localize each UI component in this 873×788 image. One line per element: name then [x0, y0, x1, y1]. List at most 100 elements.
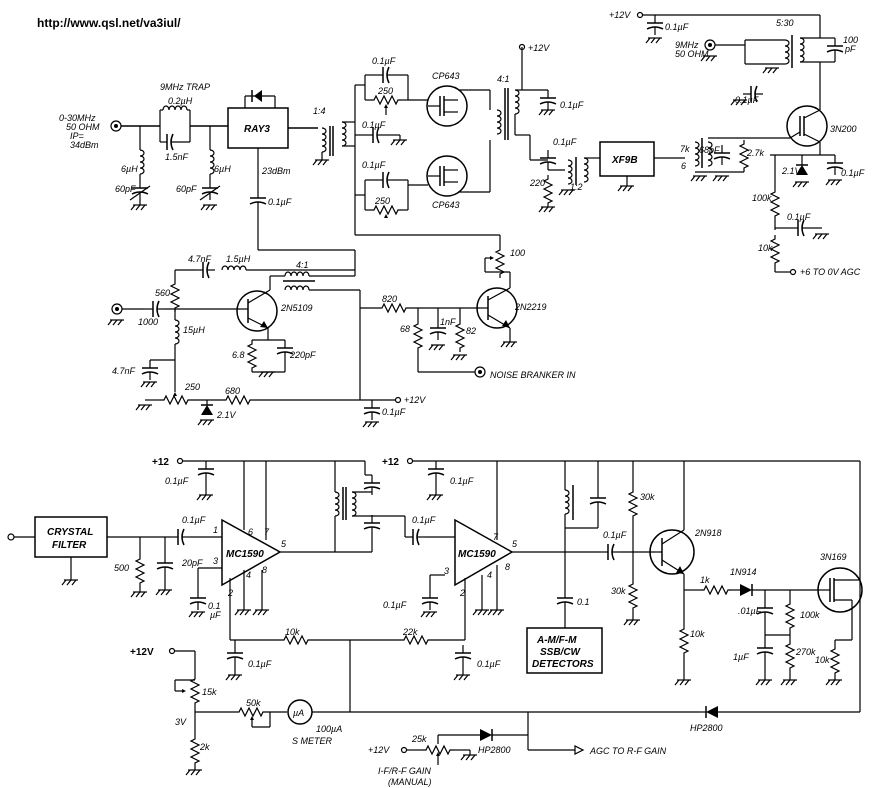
cp643-top [426, 85, 468, 127]
mc1590-u1 [221, 518, 282, 587]
svg-text:pF: pF [844, 44, 856, 54]
cap-if-e: 0.1µF [383, 600, 407, 610]
q-2n2219-label: 2N2219 [514, 302, 547, 312]
gain-label: I-F/R-F GAIN [378, 766, 431, 776]
r-82: 82 [466, 326, 476, 336]
r-10k-c: 10k [815, 655, 830, 665]
cp-top-label: CP643 [432, 71, 460, 81]
svg-text:7: 7 [264, 527, 270, 537]
shunt2-l: 6µH [214, 164, 231, 174]
r-30k-b: 30k [611, 586, 626, 596]
svg-text:3: 3 [444, 566, 449, 576]
agc-label: +6 TO 0V AGC [800, 267, 861, 277]
svg-text:4: 4 [246, 570, 251, 580]
svg-text:34dBm: 34dBm [70, 140, 99, 150]
q-3n169-label: 3N169 [820, 552, 847, 562]
diode-1n914-icon [740, 584, 753, 596]
svg-text:2: 2 [459, 588, 465, 598]
cap-out2: 0.1µF [553, 137, 577, 147]
q-3n200-label: 3N200 [830, 124, 857, 134]
u1-label: MC1590 [226, 549, 264, 560]
diode-icon [245, 90, 275, 102]
pot-250: 250 [184, 382, 200, 392]
svg-text:7: 7 [493, 532, 499, 542]
z-21v-top: 2.1V [781, 166, 802, 176]
q-2n5109-label: 2N5109 [280, 303, 313, 313]
input-label: 0-30MHz 50 OHM IP= 34dBm [59, 113, 100, 150]
pot-bot: 250 [374, 196, 390, 206]
svg-text:5: 5 [281, 539, 287, 549]
svg-text:3: 3 [213, 556, 218, 566]
r-560: 560 [155, 288, 170, 298]
diode-hp2800-b-icon [705, 706, 718, 718]
q-2n918-label: 2N918 [694, 528, 722, 538]
pot-50k: 50k [246, 698, 261, 708]
q-2n918 [649, 529, 695, 575]
svg-text:4: 4 [487, 570, 492, 580]
plus12-if-d: +12V [368, 745, 390, 755]
trap-capacitor: 1.5nF [165, 152, 189, 162]
cap-if-d: 0.1µF [412, 515, 436, 525]
r-220: 220 [529, 178, 545, 188]
r-270k: 270k [795, 647, 816, 657]
svg-text:DETECTORS: DETECTORS [532, 659, 594, 670]
ratio-1-4: 1:4 [313, 106, 326, 116]
if-input-terminal [7, 533, 15, 541]
cap-out1: 0.1µF [560, 100, 584, 110]
nb-jack [474, 366, 486, 378]
trap-title: 9MHz TRAP [160, 82, 210, 92]
svg-text:FILTER: FILTER [52, 540, 87, 551]
r-68b: 68 [400, 324, 410, 334]
cap-agc4: 0.1µF [787, 212, 811, 222]
u2-label: MC1590 [458, 549, 496, 560]
r-10k-top: 10k [758, 243, 773, 253]
ratio-4-1-lo: 4:1 [296, 260, 309, 270]
r-680: 680 [225, 386, 240, 396]
meter-val: 100µA [316, 724, 342, 734]
c-01uf: .01µF [738, 606, 762, 616]
cap-agc3: 0.1µF [841, 168, 865, 178]
r-1k: 1k [700, 575, 710, 585]
plus12-if-b: +12 [382, 457, 399, 468]
v-3v: 3V [175, 717, 187, 727]
c-220pf: 220pF [289, 350, 316, 360]
plus12-lo: +12V [404, 395, 426, 405]
detectors-label: A-M/F-M [536, 635, 577, 646]
svg-text:(MANUAL): (MANUAL) [388, 777, 432, 787]
cp-bot-label: CP643 [432, 200, 460, 210]
c-1000: 1000 [138, 317, 158, 327]
r-100k-if: 100k [800, 610, 820, 620]
diode-hp2800-a-icon [480, 729, 493, 741]
r-10k-a: 10k [285, 627, 300, 637]
q-2n5109 [236, 289, 278, 332]
q-3n200 [786, 105, 828, 147]
d-hp2800-a: HP2800 [478, 745, 511, 755]
cp643-bottom [426, 155, 468, 197]
plus12-b: +12V [609, 10, 631, 20]
cap-if-a: 0.1µF [165, 476, 189, 486]
cap-lo-bot: 0.1µF [382, 407, 406, 417]
r-7k: 7k [680, 144, 690, 154]
pot-15k: 15k [202, 687, 217, 697]
plus12-a: +12V [528, 43, 550, 53]
svg-text:0-30MHz: 0-30MHz [59, 113, 96, 123]
cap-bot: 0.1µF [362, 160, 386, 170]
r-10k-b: 10k [690, 629, 705, 639]
c-47nf-b: 4.7nF [112, 366, 136, 376]
plus12-if-a: +12 [152, 457, 169, 468]
r-30k-a: 30k [640, 492, 655, 502]
cap-if-g: 0.1µF [477, 659, 501, 669]
c-47nf-a: 4.7nF [188, 254, 212, 264]
lo-jack [111, 303, 123, 315]
svg-text:µF: µF [210, 610, 221, 620]
c-1nf: 1nF [440, 317, 456, 327]
trap-inductor: 0.2µH [168, 96, 193, 106]
r-68a: 6.8 [232, 350, 245, 360]
svg-text:SSB/CW: SSB/CW [540, 647, 582, 658]
l-15uh-b: 15µH [183, 325, 205, 335]
svg-text:50 OHM: 50 OHM [66, 122, 100, 132]
agc-out: AGC TO R-F GAIN [589, 746, 667, 756]
r-27k: 2.7k [746, 148, 765, 158]
pot-100: 100 [510, 248, 525, 258]
